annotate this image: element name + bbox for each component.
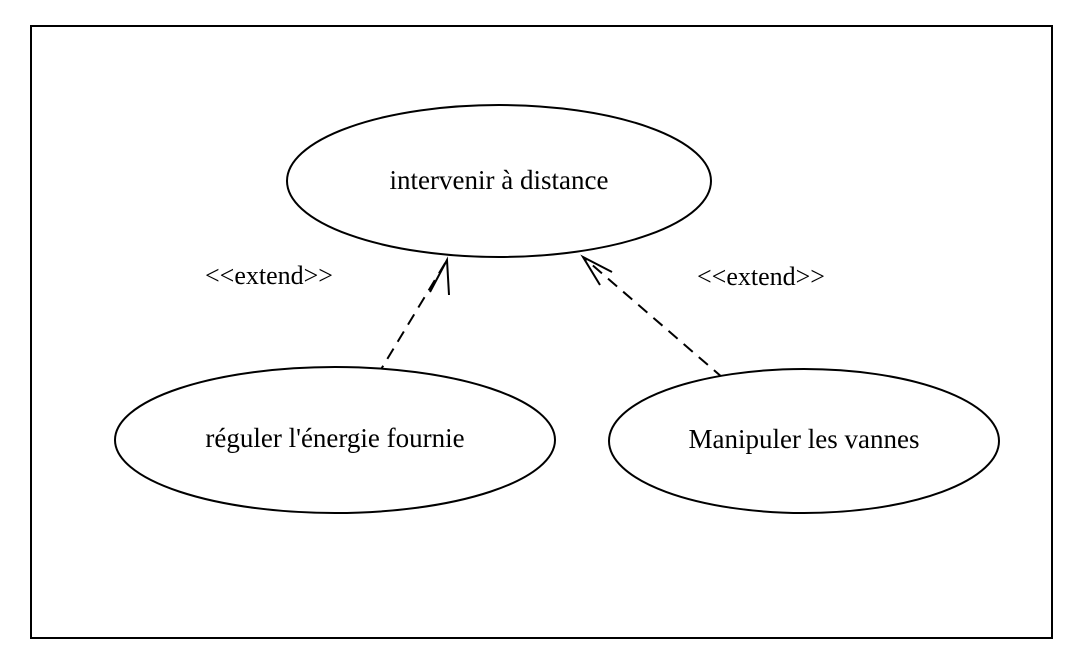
extend-arrow-left (376, 259, 448, 377)
use-case-reguler-energie (114, 366, 556, 514)
diagram-frame (30, 25, 1053, 639)
extend-arrow-right (582, 256, 724, 379)
extend-stereotype-left: <<extend>> (205, 261, 333, 290)
extend-stereotype-right: <<extend>> (697, 262, 825, 291)
use-case-label-right: Manipuler les vannes (689, 424, 920, 454)
extend-arrowhead-right (580, 254, 613, 286)
use-case-intervenir-a-distance (286, 104, 712, 258)
use-case-manipuler-vannes (608, 368, 1000, 514)
extend-arrowhead-left (429, 256, 450, 296)
use-case-label-main: intervenir à distance (390, 165, 609, 195)
use-case-label-left: réguler l'énergie fournie (205, 423, 464, 453)
